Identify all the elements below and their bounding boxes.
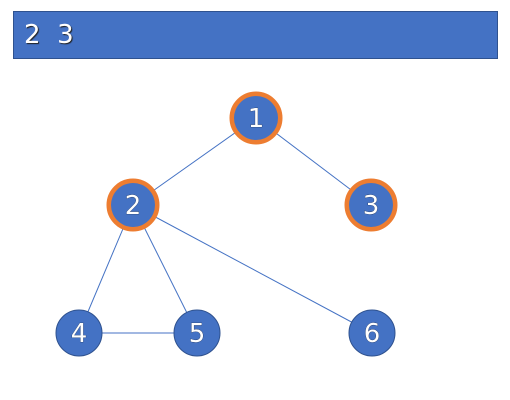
node-6: 6 (348, 309, 396, 357)
node-5-label: 5 (189, 319, 206, 349)
node-6-circle (348, 309, 396, 357)
node-5: 5 (173, 309, 221, 357)
header-text: 2 3 (24, 20, 74, 50)
node-3: 3 (344, 178, 398, 232)
node-4: 4 (55, 309, 103, 357)
nodes-layer: 1 2 3 4 5 6 (55, 91, 398, 357)
node-3-circle (349, 183, 393, 227)
node-3-highlight-ring (344, 178, 398, 232)
node-2: 2 (106, 178, 160, 232)
node-3-label: 3 (363, 191, 380, 221)
header-bar: 2 3 (13, 11, 498, 59)
node-2-label: 2 (125, 191, 142, 221)
node-1: 1 (229, 91, 283, 145)
node-1-label: 1 (248, 104, 265, 134)
node-5-circle (173, 309, 221, 357)
node-2-circle (111, 183, 155, 227)
node-4-label: 4 (71, 319, 88, 349)
node-2-highlight-ring (106, 178, 160, 232)
node-6-label: 6 (364, 319, 381, 349)
node-1-highlight-ring (229, 91, 283, 145)
node-1-circle (234, 96, 278, 140)
edge-2-6 (132, 204, 373, 334)
node-4-circle (55, 309, 103, 357)
